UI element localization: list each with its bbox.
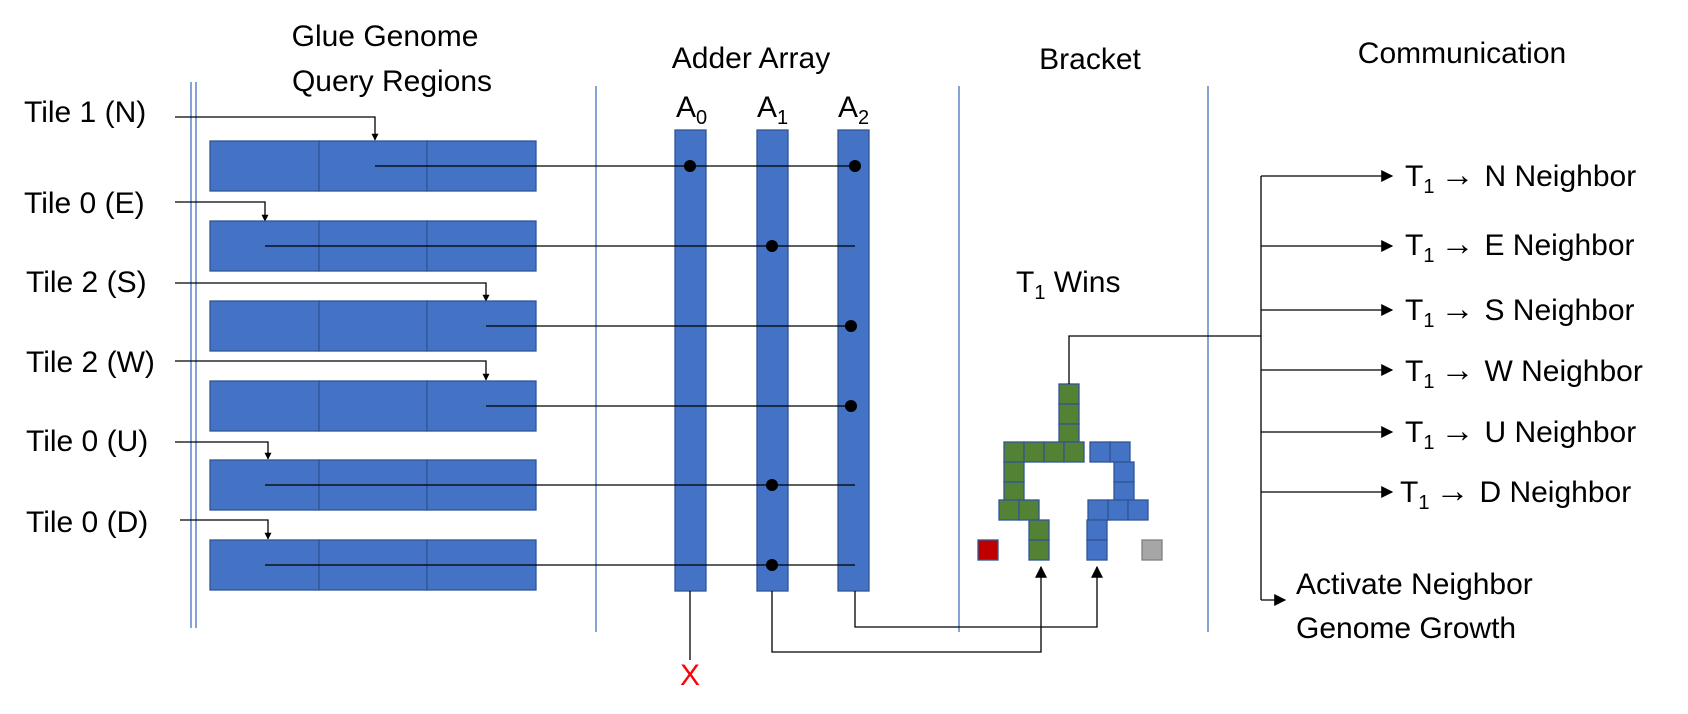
output-s-label: T1→S Neighbor <box>1405 290 1635 332</box>
glue-genome-title-line2: Query Regions <box>292 65 492 98</box>
tile-label: Tile 1 (N) <box>24 96 146 129</box>
connection-dot <box>845 400 857 412</box>
adder-label-a0: A0 <box>676 91 707 129</box>
tile-label: Tile 0 (D) <box>26 506 148 539</box>
tile-label: Tile 0 (U) <box>26 425 148 458</box>
adder-columns <box>674 129 870 592</box>
bracket-cell <box>1058 403 1080 425</box>
output-e-label: T1→E Neighbor <box>1405 225 1635 267</box>
query-regions <box>209 140 537 591</box>
query-segment <box>209 380 320 432</box>
connection-dot <box>845 320 857 332</box>
bracket-cell <box>1058 383 1080 405</box>
connection-dot <box>684 160 696 172</box>
connection-dot <box>766 240 778 252</box>
tile-selector-arrow <box>175 441 272 460</box>
bracket-cell <box>1063 441 1085 463</box>
connection-dot <box>766 559 778 571</box>
bracket-cell <box>1086 519 1108 541</box>
tile-label: Tile 2 (S) <box>26 266 147 299</box>
bracket-cell <box>1028 519 1050 541</box>
activate-line2: Genome Growth <box>1296 612 1516 645</box>
tile-selector-arrow <box>175 116 379 141</box>
output-d-label: T1→D Neighbor <box>1400 472 1631 514</box>
communication-outputs: T1→N Neighbor T1→E Neighbor T1→S Neighbo… <box>1296 156 1643 645</box>
bracket-cell <box>1003 461 1025 483</box>
output-n-label: T1→N Neighbor <box>1405 156 1636 198</box>
query-segment <box>318 380 428 432</box>
bracket-leaf-gray <box>1141 539 1163 561</box>
bracket-output-line <box>1068 335 1261 384</box>
adder-column-a0 <box>674 129 707 592</box>
adder-label-a2: A2 <box>838 91 869 129</box>
connection-dot <box>766 479 778 491</box>
adder-label-a1: A1 <box>757 91 788 129</box>
adder-array-title: Adder Array <box>672 42 830 75</box>
output-w-label: T1→W Neighbor <box>1405 351 1643 393</box>
communication-bus <box>1068 170 1394 606</box>
adder-column-a2 <box>837 129 870 592</box>
section-dividers <box>190 82 1209 632</box>
a1-to-bracket-line <box>771 565 1047 653</box>
query-to-adder-lines <box>265 165 855 566</box>
bracket-cell <box>1058 423 1080 445</box>
bracket-cell <box>998 499 1020 521</box>
tile-selector-arrow <box>180 519 272 540</box>
adder-column-a1 <box>756 129 789 592</box>
tile-labels: Tile 1 (N) Tile 0 (E) Tile 2 (S) Tile 2 … <box>24 96 155 539</box>
bracket-cell <box>1043 441 1065 463</box>
tile-selector-arrow <box>175 360 490 381</box>
winner-label: T1 Wins <box>1016 266 1120 304</box>
tile-selector-arrow <box>175 282 490 302</box>
query-row <box>209 300 537 352</box>
tile-label: Tile 0 (E) <box>24 187 145 220</box>
bracket-leaf-red <box>977 539 999 561</box>
section-headers: Glue Genome Query Regions Adder Array Br… <box>292 20 1567 98</box>
query-segment <box>209 140 320 192</box>
bracket-losing-path <box>1086 441 1149 561</box>
output-u-label: T1→U Neighbor <box>1405 412 1636 454</box>
bracket-cell <box>1089 441 1111 463</box>
bracket-cell <box>1113 481 1135 503</box>
bracket-cell <box>1086 539 1108 561</box>
bracket-cell <box>1018 499 1040 521</box>
bracket-cell <box>1003 441 1025 463</box>
bracket-cell <box>1087 499 1109 521</box>
adder-to-bracket-lines <box>771 565 1103 653</box>
bracket-title: Bracket <box>1039 43 1141 76</box>
bracket-cell <box>1109 441 1131 463</box>
connection-dot <box>849 160 861 172</box>
tile-label: Tile 2 (W) <box>26 346 155 379</box>
tile-selector-arrow <box>175 201 269 222</box>
bracket-cell <box>1023 441 1045 463</box>
bracket-cell <box>1028 539 1050 561</box>
adder-labels: A0 A1 A2 <box>676 91 869 129</box>
bracket-tree <box>977 383 1163 561</box>
bracket-winning-path <box>998 383 1085 561</box>
tile-selector-arrows <box>175 116 490 540</box>
glue-genome-title-line1: Glue Genome <box>292 20 479 53</box>
query-segment <box>318 300 428 352</box>
activate-line1: Activate Neighbor <box>1296 568 1533 601</box>
connection-dots <box>684 160 861 571</box>
bracket-cell <box>1113 461 1135 483</box>
bracket-cell <box>1003 481 1025 503</box>
query-segment <box>209 300 320 352</box>
x-mark: X <box>680 659 700 692</box>
bracket-cell <box>1127 499 1149 521</box>
communication-title: Communication <box>1358 37 1566 70</box>
bracket-cell <box>1107 499 1129 521</box>
a2-to-bracket-line <box>854 565 1103 628</box>
